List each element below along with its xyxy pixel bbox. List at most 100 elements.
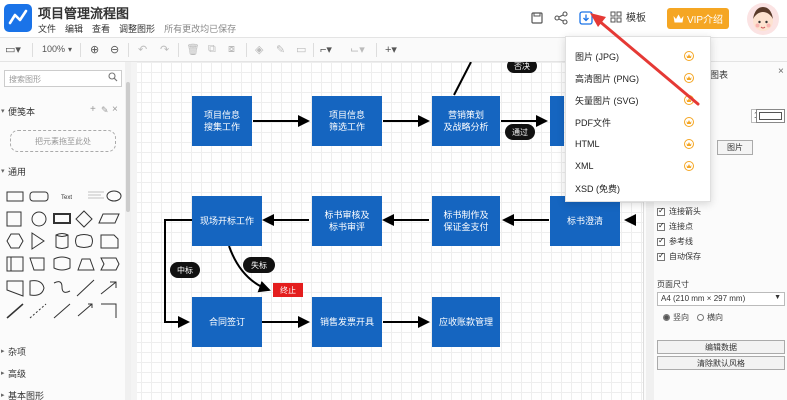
label-pass[interactable]: 通过	[505, 124, 535, 140]
section-advanced[interactable]: 高级	[0, 364, 125, 382]
connector[interactable]	[453, 62, 472, 96]
shadow-icon[interactable]: ▭	[296, 44, 307, 56]
export-option-label: 图片 (JPG)	[575, 51, 619, 62]
menu-view[interactable]: 查看	[92, 24, 111, 34]
misc-label: 杂项	[8, 346, 27, 357]
export-option[interactable]: 高清图片 (PNG)	[566, 67, 712, 89]
zoom-level[interactable]: 100%	[42, 44, 66, 54]
node-info-collection[interactable]: 项目信息 搜集工作	[192, 96, 252, 146]
template-button[interactable]: 模板	[610, 9, 646, 24]
export-option-label: 高清图片 (PNG)	[575, 73, 639, 84]
label-lose-bid[interactable]: 失标	[243, 257, 275, 273]
share-icon[interactable]	[554, 11, 568, 25]
tab-diagram[interactable]: 图表	[710, 70, 729, 80]
save-icon[interactable]	[530, 11, 544, 25]
menu-file[interactable]: 文件	[38, 24, 57, 34]
checkbox-guides[interactable]: 参考线	[657, 236, 693, 247]
edit-icon[interactable]: ✎	[101, 105, 109, 115]
fill-color-icon[interactable]: ◈	[255, 44, 264, 56]
node-receivables-management[interactable]: 应收账款管理	[432, 297, 500, 347]
section-scratchpad[interactable]: 便笺本	[0, 102, 125, 120]
format-panel: 图表 × 10 pt 图片 连接箭头 连接点 参考线 自动保存 页面尺寸 A4 …	[643, 62, 787, 400]
export-option[interactable]: XSD (免费)	[566, 177, 712, 199]
avatar[interactable]	[747, 3, 779, 35]
node-bid-opening[interactable]: 现场开标工作	[192, 196, 262, 246]
label-reject[interactable]: 否决	[507, 62, 537, 73]
label-terminate[interactable]: 终止	[273, 283, 303, 297]
export-option[interactable]: 图片 (JPG)	[566, 45, 712, 67]
diagram-canvas[interactable]: 项目信息 搜集工作 项目信息 筛选工作 营销策划 及战略分析 标书澄清 标书制作…	[131, 62, 643, 400]
radio-landscape[interactable]: 横向	[697, 312, 723, 323]
node-marketing-strategy[interactable]: 营销策划 及战略分析	[432, 96, 500, 146]
node-partial[interactable]	[550, 96, 564, 146]
title-bar: 项目管理流程图 文件 编辑 查看 调整图形 所有更改均已保存 模板 VIP介绍	[0, 0, 787, 38]
node-bid-preparation[interactable]: 标书制作及 保证金支付	[432, 196, 500, 246]
checkbox-label: 自动保存	[669, 252, 701, 261]
undo-icon[interactable]: ↶	[138, 44, 148, 56]
node-bid-review[interactable]: 标书审核及 标书审评	[312, 196, 382, 246]
export-option[interactable]: PDF文件	[566, 111, 712, 133]
node-info-screening[interactable]: 项目信息 筛选工作	[312, 96, 382, 146]
add-icon[interactable]: +	[90, 104, 96, 115]
vip-label: VIP介绍	[686, 15, 724, 26]
scratchpad-drop-zone[interactable]: 把元素拖至此处	[10, 130, 116, 152]
page-size-select[interactable]: A4 (210 mm × 297 mm)▼	[657, 292, 785, 306]
crown-icon	[673, 14, 684, 23]
checkbox-icon	[657, 251, 665, 261]
section-misc[interactable]: 杂项	[0, 342, 125, 360]
background-image-button[interactable]: 图片	[717, 140, 753, 155]
general-shapes-grid[interactable]: Text	[4, 186, 122, 336]
document-title[interactable]: 项目管理流程图	[38, 6, 130, 21]
delete-icon[interactable]: 🗑	[186, 44, 200, 56]
label-win-bid[interactable]: 中标	[170, 262, 200, 278]
menu-edit[interactable]: 编辑	[65, 24, 84, 34]
toolbar-divider	[80, 43, 81, 57]
export-option[interactable]: HTML	[566, 133, 712, 155]
toolbar-divider	[128, 43, 129, 57]
clear-default-style-button[interactable]: 清除默认风格	[657, 356, 785, 370]
close-icon[interactable]: ×	[112, 104, 118, 115]
edit-data-button[interactable]: 编辑数据	[657, 340, 785, 354]
duplicate-icon[interactable]: ⧉	[208, 43, 216, 55]
search-icon[interactable]	[108, 72, 118, 82]
shape-search-input[interactable]: 搜索图形	[4, 70, 122, 87]
connector[interactable]	[164, 219, 192, 328]
canvas-ruler	[131, 62, 137, 400]
line-color-icon[interactable]: ✎	[276, 44, 286, 56]
checkbox-connection-points[interactable]: 连接点	[657, 221, 693, 232]
zoom-in-icon[interactable]: ⊕	[90, 44, 100, 56]
zoom-out-icon[interactable]: ⊖	[110, 44, 120, 56]
connector-style-icon[interactable]: ⌐▾	[320, 44, 332, 56]
close-icon[interactable]: ×	[778, 66, 784, 77]
export-option-label: 矢量图片 (SVG)	[575, 95, 639, 106]
node-invoice-issuing[interactable]: 销售发票开具	[312, 297, 382, 347]
insert-icon[interactable]: +▾	[385, 44, 397, 56]
page-size-value: A4 (210 mm × 297 mm)	[661, 294, 746, 303]
sidebar-scrollbar-thumb[interactable]	[126, 82, 130, 212]
radio-portrait[interactable]: 竖向	[663, 312, 689, 323]
scratchpad-label: 便笺本	[8, 106, 36, 117]
toolbar-divider	[32, 43, 33, 57]
vip-button[interactable]: VIP介绍	[667, 8, 729, 29]
app-logo[interactable]	[4, 4, 32, 32]
redo-icon[interactable]: ↷	[160, 44, 170, 56]
checkbox-autosave[interactable]: 自动保存	[657, 251, 701, 262]
connector[interactable]	[228, 245, 271, 293]
menu-arrange[interactable]: 调整图形	[119, 24, 156, 34]
text-shape-label: Text	[61, 195, 72, 201]
grid-color-swatch[interactable]	[756, 109, 785, 123]
grid-color-fill	[759, 112, 782, 120]
node-bid-clarification[interactable]: 标书澄清	[550, 196, 620, 246]
section-basic-shapes[interactable]: 基本图形	[0, 386, 125, 400]
panel-toggle-icon[interactable]: ▭▾	[5, 44, 21, 56]
export-option[interactable]: 矢量图片 (SVG)	[566, 89, 712, 111]
zoom-dropdown-icon[interactable]: ▾	[68, 45, 73, 54]
copy-style-icon[interactable]: ⧇	[228, 43, 235, 55]
waypoint-icon[interactable]: ⌙▾	[350, 44, 365, 56]
section-general[interactable]: 通用	[0, 162, 125, 180]
export-option[interactable]: XML	[566, 155, 712, 177]
sidebar-scrollbar[interactable]	[125, 62, 131, 400]
checkbox-connection-arrows[interactable]: 连接箭头	[657, 206, 701, 217]
node-contract-signing[interactable]: 合同签订	[192, 297, 262, 347]
download-icon[interactable]	[579, 11, 593, 25]
